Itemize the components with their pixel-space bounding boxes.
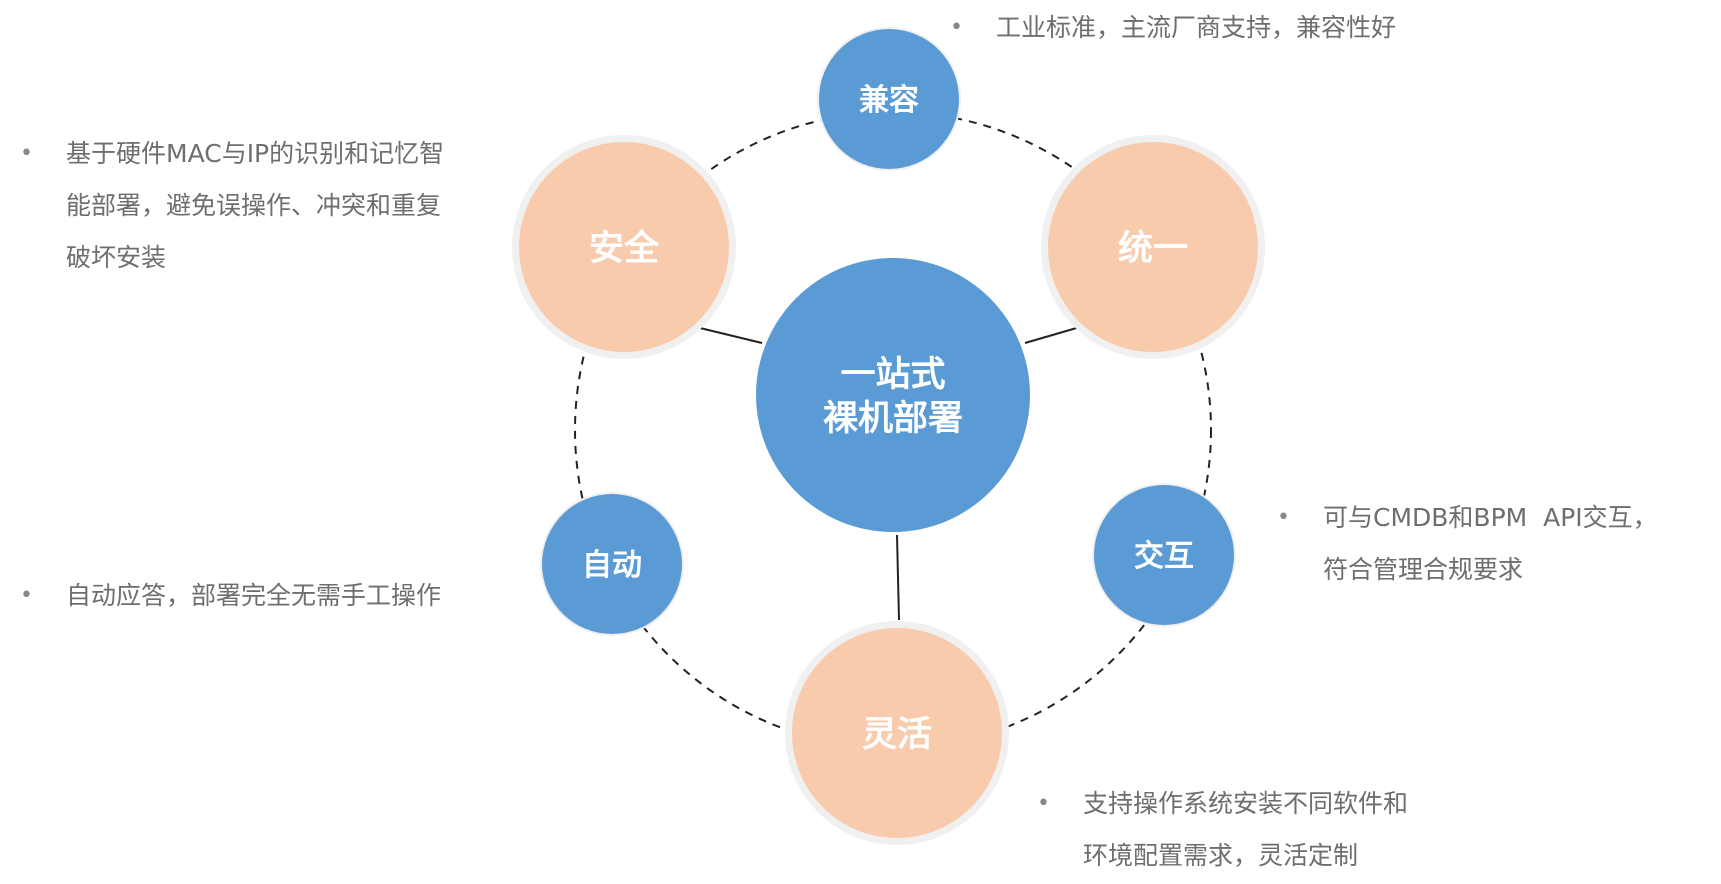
desc-automatic: • 自动应答，部署完全无需手工操作 [20,570,442,622]
bullet-icon: • [950,15,963,40]
node-unified: 统一 [1041,135,1265,359]
desc-security-line1: 基于硬件MAC与IP的识别和记忆智 [66,139,445,168]
desc-interact: • 可与CMDB和BPM API交互， 符合管理合规要求 [1277,492,1658,596]
center-node: 一站式 裸机部署 [756,258,1030,532]
center-label-line1: 一站式 [840,355,945,395]
node-automatic: 自动 [540,492,684,636]
desc-compatible-line1: 工业标准，主流厂商支持，兼容性好 [996,13,1397,42]
desc-security: • 基于硬件MAC与IP的识别和记忆智 能部署，避免误操作、冲突和重复 破坏安装 [20,128,536,284]
node-automatic-label: 自动 [582,548,642,583]
desc-flexible: • 支持操作系统安装不同软件和 环境配置需求，灵活定制 [1037,778,1409,882]
node-interact-label: 交互 [1134,539,1194,574]
node-security: 安全 [512,135,736,359]
node-interact: 交互 [1092,483,1236,627]
node-compatible-label: 兼容 [859,83,919,118]
center-label-line2: 裸机部署 [823,399,963,439]
bullet-icon: • [20,583,33,608]
desc-security-line2: 能部署，避免误操作、冲突和重复 [66,191,442,220]
desc-automatic-line1: 自动应答，部署完全无需手工操作 [66,581,442,610]
node-security-label: 安全 [589,228,660,269]
connector-security [699,327,763,344]
desc-flexible-line1: 支持操作系统安装不同软件和 [1083,789,1409,818]
desc-flexible-line2: 环境配置需求，灵活定制 [1083,841,1359,870]
connector-unified [1024,326,1081,344]
desc-security-line3: 破坏安装 [66,243,167,272]
bullet-icon: • [1277,505,1290,530]
node-flexible: 灵活 [785,621,1009,845]
desc-interact-line1: 可与CMDB和BPM API交互， [1323,503,1658,532]
desc-compatible: • 工业标准，主流厂商支持，兼容性好 [950,2,1397,54]
node-compatible: 兼容 [817,27,961,171]
desc-interact-line2: 符合管理合规要求 [1323,555,1524,584]
bullet-icon: • [1037,791,1050,816]
node-flexible-label: 灵活 [862,715,932,755]
bullet-icon: • [20,141,33,166]
node-unified-label: 统一 [1118,229,1188,269]
connector-flexible [896,534,900,621]
